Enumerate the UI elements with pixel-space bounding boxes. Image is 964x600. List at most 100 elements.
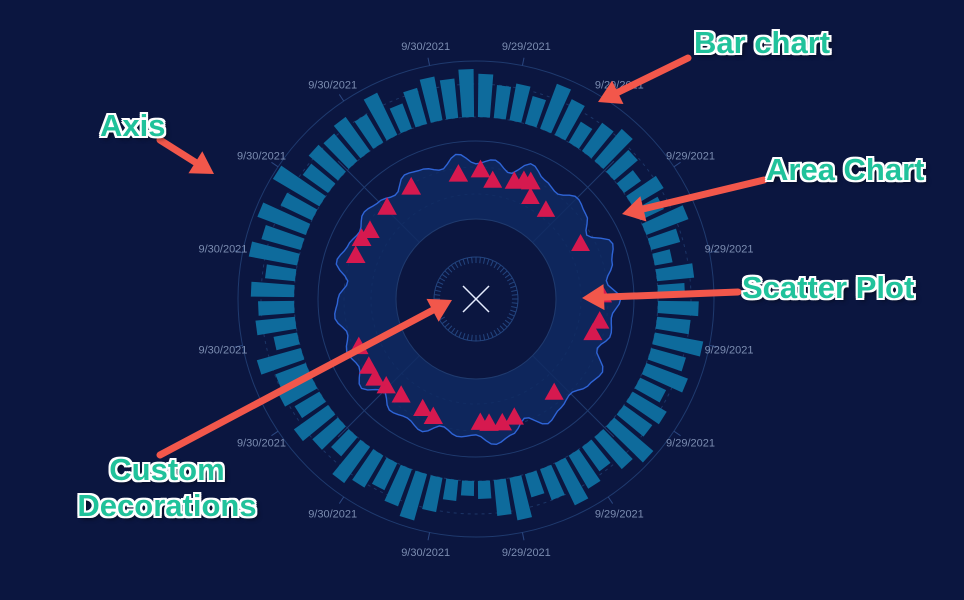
- bar-mark: [294, 391, 326, 419]
- bar-mark: [332, 439, 371, 484]
- axis-tick: [234, 344, 243, 348]
- center-tick: [511, 289, 518, 293]
- grid-ring: [260, 83, 692, 515]
- axis-tick: [607, 496, 614, 504]
- bar-mark: [647, 347, 686, 372]
- center-decoration: [433, 256, 519, 342]
- arrow-head: [582, 284, 605, 311]
- center-tick: [450, 264, 456, 271]
- bar-mark: [657, 300, 699, 317]
- bar-mark: [278, 377, 318, 407]
- center-tick: [444, 322, 450, 328]
- axis-tick: [673, 430, 681, 437]
- center-tick: [479, 334, 481, 341]
- bar-mark: [655, 316, 691, 335]
- center-tick: [447, 325, 453, 331]
- bar-mark: [647, 228, 681, 251]
- axis-tick: [427, 57, 431, 66]
- bar-mark: [439, 78, 459, 120]
- bar-mark: [389, 103, 412, 134]
- axis-tick-label: 9/29/2021: [705, 344, 754, 356]
- axis-tick-label: 9/30/2021: [308, 79, 357, 91]
- axis-tick: [673, 161, 681, 168]
- annotation-custom-decorations: Custom Decorations: [64, 452, 270, 524]
- center-tick: [502, 270, 508, 276]
- center-tick: [486, 333, 490, 340]
- bar-mark: [257, 202, 311, 235]
- bar-mark: [568, 121, 593, 149]
- axis-tick: [338, 94, 345, 102]
- bar-mark: [568, 449, 601, 489]
- bar-mark: [255, 316, 297, 336]
- callout-arrows: [156, 54, 768, 459]
- bar-mark: [540, 464, 565, 501]
- axis-tick-label: 9/30/2021: [401, 547, 450, 559]
- scatter-point: [376, 376, 396, 394]
- axis-tick-label: 9/29/2021: [705, 244, 754, 256]
- bar-mark: [554, 99, 585, 141]
- center-tick: [510, 285, 517, 289]
- center-tick: [441, 273, 448, 279]
- scatter-point: [504, 407, 524, 425]
- center-tick: [471, 257, 473, 264]
- bar-mark: [606, 149, 638, 181]
- bar-mark: [256, 347, 305, 375]
- center-tick: [506, 277, 513, 282]
- bar-mark: [594, 429, 633, 470]
- scatter-point: [571, 233, 590, 251]
- axis-tick-label: 9/30/2021: [198, 244, 247, 256]
- scatter-point: [470, 412, 490, 430]
- center-tick: [511, 302, 518, 304]
- bar-mark: [460, 480, 475, 496]
- center-tick: [441, 319, 448, 325]
- bar-mark: [641, 363, 688, 393]
- bar-mark: [384, 464, 412, 507]
- bar-mark: [477, 73, 494, 118]
- bar-mark: [616, 404, 653, 437]
- arrow-shaft: [600, 288, 742, 301]
- scatter-point: [345, 245, 366, 264]
- bar-mark: [626, 175, 664, 207]
- scatter-point: [377, 197, 397, 215]
- annotation-scatter-plot: Scatter Plot: [742, 270, 915, 305]
- center-tick: [434, 294, 441, 296]
- scatter-point: [589, 311, 610, 329]
- center-tick: [511, 294, 518, 296]
- bar-mark: [634, 377, 667, 403]
- bar-mark: [399, 470, 428, 521]
- scatter-point: [360, 220, 380, 238]
- center-tick: [435, 285, 442, 289]
- axis-tick-label: 9/30/2021: [308, 509, 357, 521]
- center-tick: [490, 260, 494, 267]
- bar-mark: [422, 475, 443, 513]
- axis-tick: [271, 161, 279, 168]
- center-tick: [510, 309, 517, 313]
- bar-mark: [331, 429, 358, 457]
- center-tick: [439, 316, 446, 321]
- axis-tick-label: 9/29/2021: [502, 547, 551, 559]
- center-tick: [493, 262, 498, 269]
- bar-mark: [312, 417, 346, 450]
- center-tick: [471, 334, 473, 341]
- arrow-head: [622, 196, 647, 222]
- scatter-point: [492, 412, 513, 431]
- center-tick: [454, 262, 459, 269]
- axis-tick: [271, 430, 279, 437]
- bar-mark: [273, 332, 300, 351]
- center-tick: [439, 277, 446, 282]
- axis-tick-label: 9/30/2021: [237, 151, 286, 163]
- arrow-head: [188, 151, 214, 174]
- bar-mark: [248, 241, 300, 266]
- bar-mark: [250, 281, 295, 298]
- center-tick: [434, 289, 441, 293]
- bar-mark: [354, 113, 384, 149]
- scatter-point: [520, 171, 541, 190]
- bar-mark: [655, 263, 695, 282]
- scatter-point: [544, 382, 564, 400]
- bar-mark: [554, 457, 589, 506]
- bar-mark: [403, 87, 428, 128]
- axis-tick-label: 9/30/2021: [198, 344, 247, 356]
- center-tick: [490, 331, 494, 338]
- scatter-point: [521, 187, 540, 205]
- scatter-point: [423, 406, 443, 425]
